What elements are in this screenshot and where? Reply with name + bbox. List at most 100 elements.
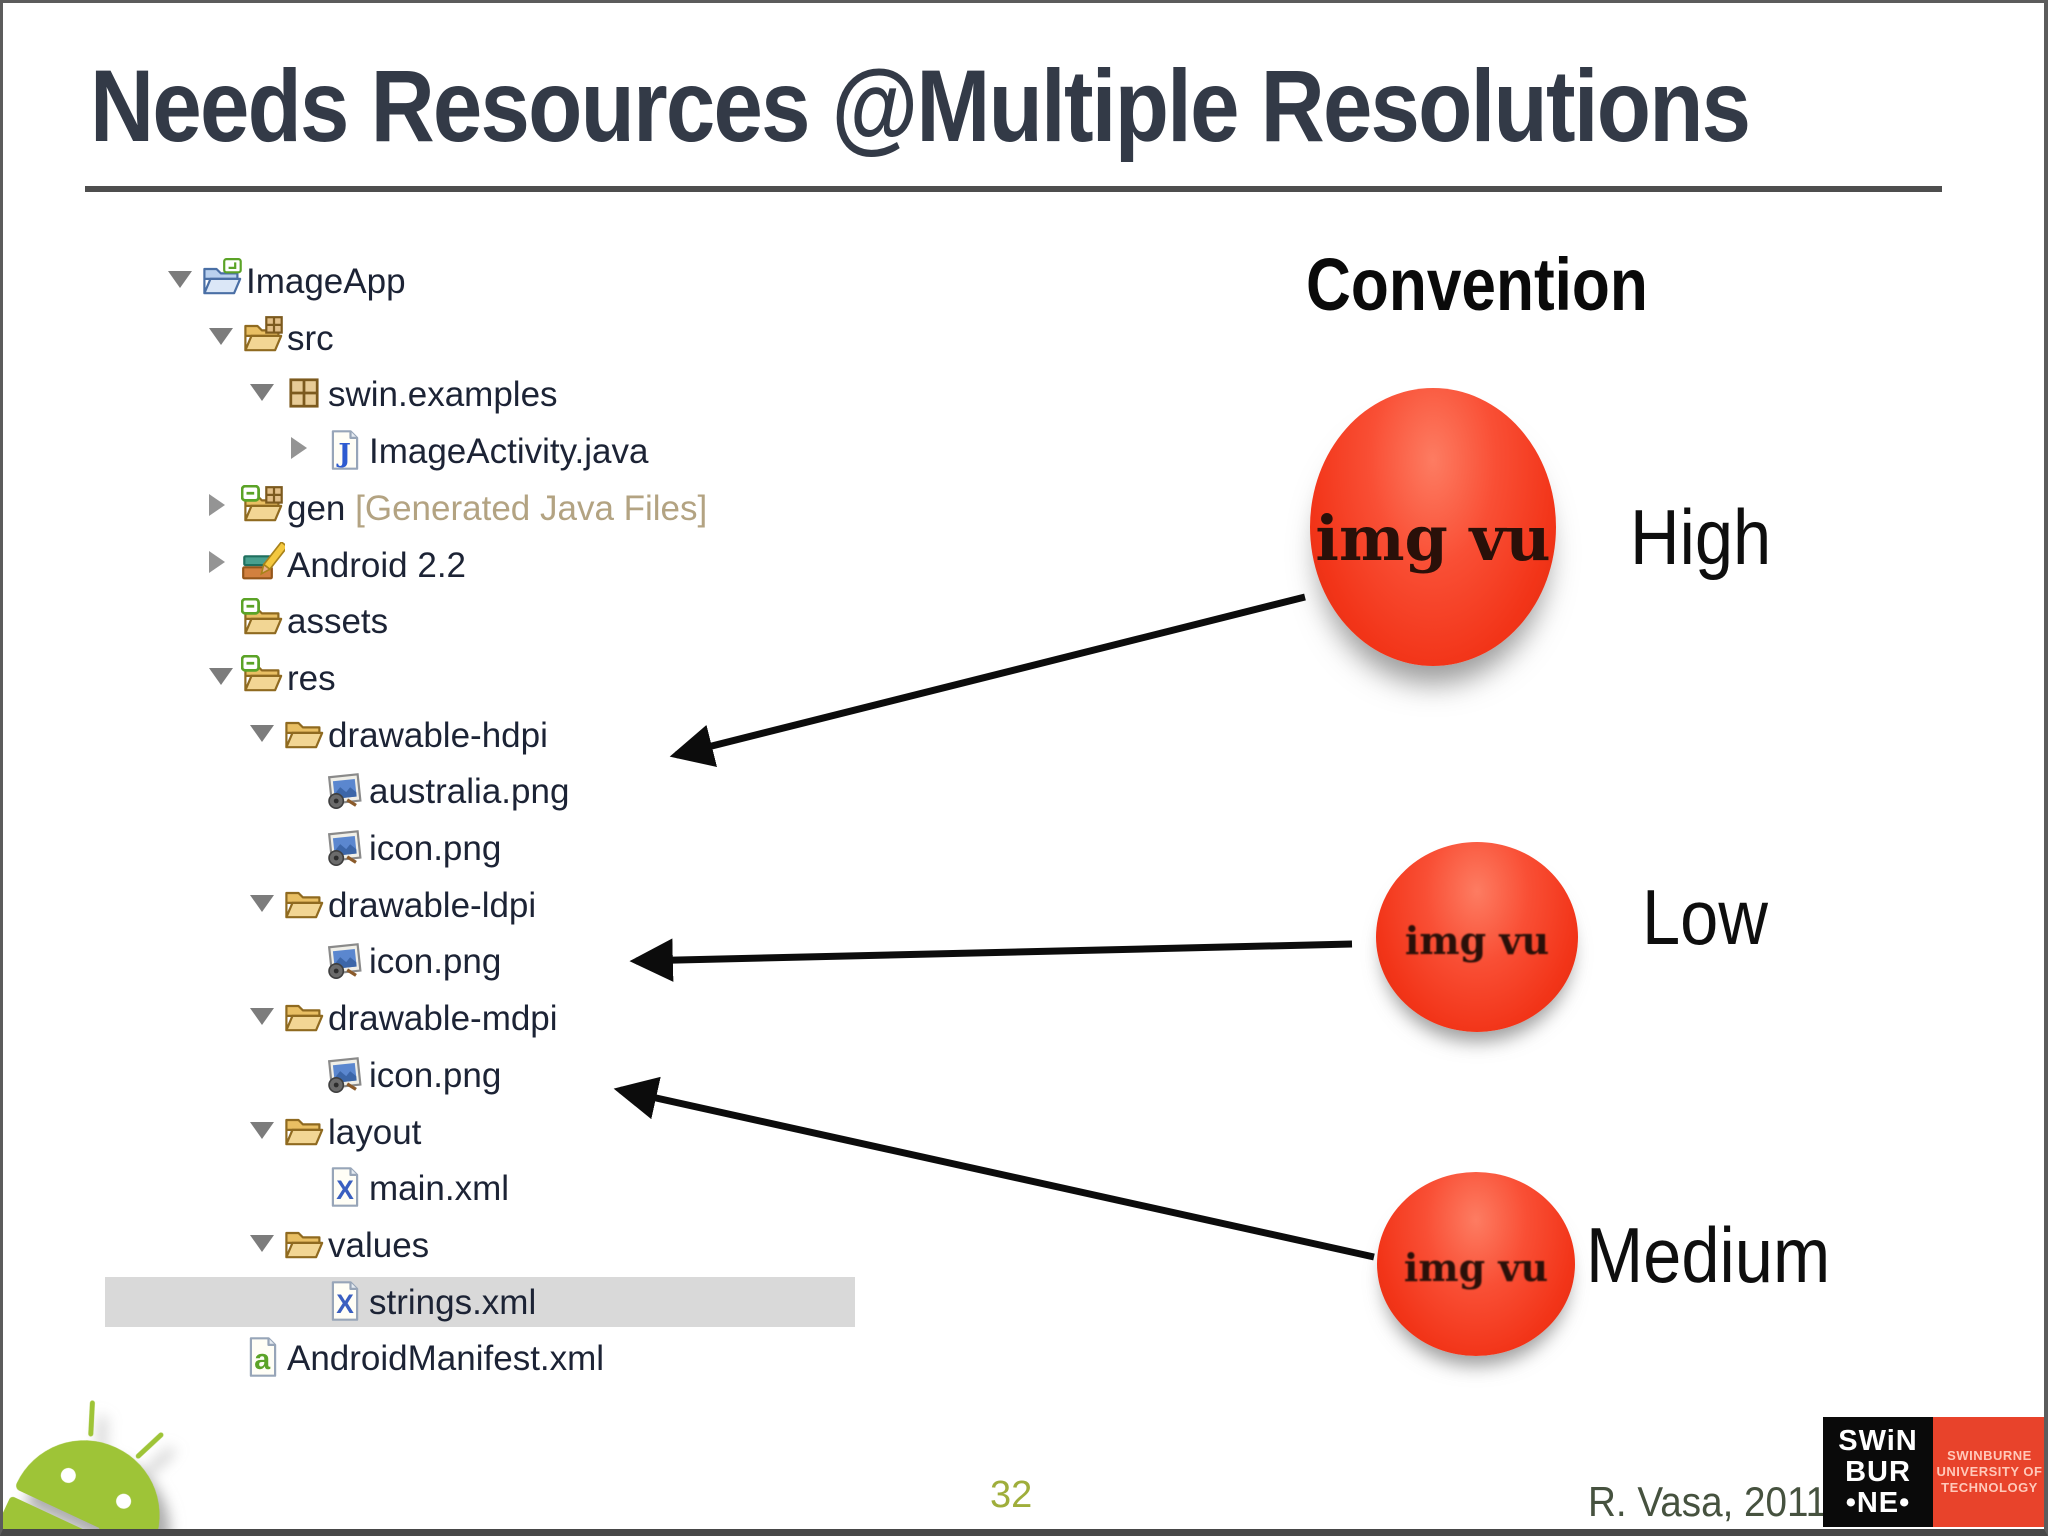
disclosure-triangle-collapsed-icon[interactable] bbox=[209, 493, 225, 516]
tree-row-layout[interactable]: layout bbox=[105, 1107, 855, 1157]
tree-item-label: drawable-ldpi bbox=[328, 885, 537, 925]
android-antenna-icon bbox=[134, 1431, 165, 1460]
tree-row-android-2.2[interactable]: Android 2.2 bbox=[105, 540, 855, 590]
tree-item-label: assets bbox=[287, 602, 389, 642]
android-eye bbox=[58, 1465, 79, 1486]
tree-item-label: drawable-mdpi bbox=[328, 999, 558, 1039]
folder-icon bbox=[282, 1109, 326, 1153]
disclosure-triangle-expanded-icon[interactable] bbox=[250, 724, 274, 742]
disclosure-triangle-expanded-icon[interactable] bbox=[250, 1008, 274, 1026]
logo-tagline-line: UNIVERSITY OF bbox=[1936, 1464, 2043, 1479]
tree-row-australia.png[interactable]: australia.png bbox=[105, 766, 855, 816]
tree-item-label: gen [Generated Java Files] bbox=[287, 488, 708, 528]
disclosure-triangle-expanded-icon[interactable] bbox=[250, 1121, 274, 1139]
disclosure-triangle-expanded-icon[interactable] bbox=[250, 1234, 274, 1252]
tree-item-label: icon.png bbox=[369, 1055, 502, 1095]
tree-item-label: swin.examples bbox=[328, 375, 558, 415]
img-vu-badge-text: img vu bbox=[1404, 917, 1550, 963]
folder-icon bbox=[282, 712, 326, 756]
tree-item-label: Android 2.2 bbox=[287, 545, 467, 585]
tree-item-suffix: [Generated Java Files] bbox=[345, 488, 708, 528]
logo-line: BUR bbox=[1845, 1455, 1911, 1488]
folder-icon bbox=[282, 1222, 326, 1266]
tree-row-icon.png[interactable]: icon.png bbox=[105, 823, 855, 873]
java-file-icon: J bbox=[323, 428, 367, 472]
svg-text:J: J bbox=[336, 438, 351, 469]
source-folder-icon bbox=[241, 315, 285, 359]
folder-icon bbox=[282, 882, 326, 926]
image-file-icon bbox=[323, 768, 367, 812]
image-file-icon bbox=[323, 938, 367, 982]
logo-tagline-line: TECHNOLOGY bbox=[1941, 1480, 2038, 1495]
tree-item-label: layout bbox=[328, 1112, 422, 1152]
convention-heading: Convention bbox=[1306, 243, 1648, 326]
xml-file-icon: X bbox=[323, 1165, 367, 1209]
svg-text:X: X bbox=[336, 1289, 354, 1319]
resolution-label-medium: Medium bbox=[1586, 1211, 1831, 1299]
tree-row-imageapp[interactable]: ImageApp bbox=[105, 256, 855, 306]
tree-item-label: icon.png bbox=[369, 942, 502, 982]
library-icon bbox=[241, 541, 285, 586]
author-credit: R. Vasa, 2011 bbox=[1588, 1478, 1828, 1525]
tree-item-label: ImageApp bbox=[246, 262, 406, 301]
swinburne-logo-wordmark: SWiN BUR •NE• bbox=[1823, 1417, 1933, 1527]
tree-item-label: ImageActivity.java bbox=[369, 432, 649, 472]
tree-row-drawable-hdpi[interactable]: drawable-hdpi bbox=[105, 710, 855, 760]
project-folder-icon bbox=[200, 258, 244, 302]
tree-item-label: res bbox=[287, 658, 336, 698]
resource-folder-icon bbox=[241, 654, 285, 699]
package-icon bbox=[282, 371, 326, 415]
xml-file-icon: X bbox=[323, 1279, 367, 1323]
disclosure-triangle-expanded-icon[interactable] bbox=[250, 894, 274, 912]
gen-folder-icon bbox=[241, 484, 285, 529]
tree-item-label: src bbox=[287, 318, 334, 358]
disclosure-triangle-collapsed-icon[interactable] bbox=[291, 437, 307, 460]
tree-row-values[interactable]: values bbox=[105, 1220, 855, 1270]
tree-row-gen[interactable]: gen [Generated Java Files] bbox=[105, 483, 855, 533]
image-file-icon bbox=[323, 825, 367, 869]
tree-item-label: drawable-hdpi bbox=[328, 715, 548, 755]
tree-row-drawable-mdpi[interactable]: drawable-mdpi bbox=[105, 993, 855, 1043]
tree-row-icon.png[interactable]: icon.png bbox=[105, 1050, 855, 1100]
android-antenna-icon bbox=[88, 1400, 96, 1437]
disclosure-triangle-expanded-icon[interactable] bbox=[209, 327, 233, 345]
resolution-label-high: High bbox=[1630, 493, 1772, 581]
image-file-icon bbox=[323, 1052, 367, 1096]
folder-icon bbox=[282, 995, 326, 1039]
tree-row-icon.png[interactable]: icon.png bbox=[105, 936, 855, 986]
page-number: 32 bbox=[990, 1474, 1033, 1516]
logo-tagline-line: SWINBURNE bbox=[1947, 1448, 2032, 1463]
logo-line: SWiN bbox=[1838, 1424, 1918, 1457]
tree-item-label: australia.png bbox=[369, 772, 570, 812]
tree-row-imageactivity.java[interactable]: J ImageActivity.java bbox=[105, 426, 855, 476]
disclosure-triangle-expanded-icon[interactable] bbox=[209, 667, 233, 685]
disclosure-triangle-expanded-icon[interactable] bbox=[168, 271, 192, 288]
img-vu-badge-text: img vu bbox=[1315, 501, 1551, 575]
tree-row-src[interactable]: src bbox=[105, 313, 855, 363]
tree-item-label: icon.png bbox=[369, 829, 502, 868]
tree-item-label: AndroidManifest.xml bbox=[287, 1339, 605, 1379]
img-vu-badge-high: img vu bbox=[1310, 388, 1556, 666]
tree-row-drawable-ldpi[interactable]: drawable-ldpi bbox=[105, 880, 855, 930]
tree-item-label: main.xml bbox=[369, 1169, 510, 1209]
manifest-file-icon: a bbox=[241, 1335, 285, 1379]
logo-line: •NE• bbox=[1845, 1486, 1911, 1519]
tree-row-swin.examples[interactable]: swin.examples bbox=[105, 369, 855, 419]
img-vu-badge-medium: img vu bbox=[1377, 1172, 1575, 1356]
img-vu-badge-text: img vu bbox=[1403, 1244, 1549, 1290]
disclosure-triangle-collapsed-icon[interactable] bbox=[209, 550, 225, 573]
tree-row-res[interactable]: res bbox=[105, 653, 855, 703]
tree-item-label: strings.xml bbox=[369, 1282, 537, 1322]
android-eye bbox=[113, 1491, 134, 1512]
resolution-label-low: Low bbox=[1642, 873, 1768, 961]
title-underline bbox=[85, 186, 1942, 192]
tree-row-assets[interactable]: assets bbox=[105, 596, 855, 646]
disclosure-triangle-expanded-icon[interactable] bbox=[250, 384, 274, 402]
resource-folder-icon bbox=[241, 598, 285, 642]
tree-item-label: values bbox=[328, 1225, 430, 1265]
